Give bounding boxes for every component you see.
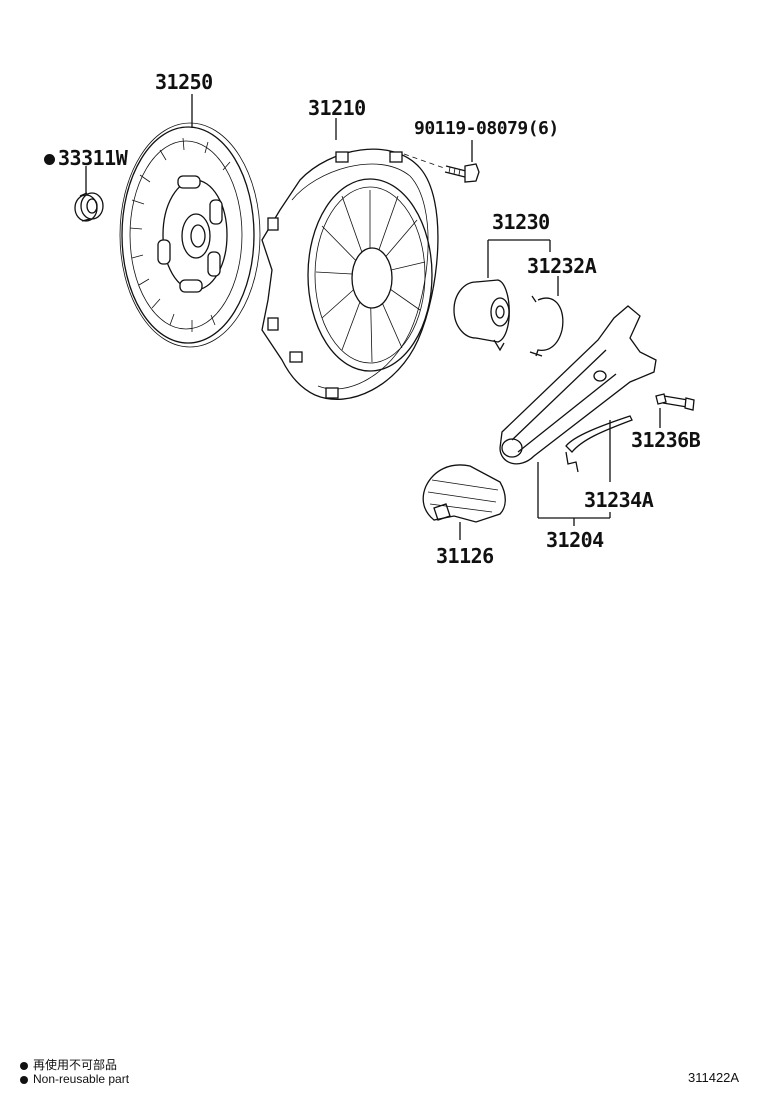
legend-dot-icon bbox=[20, 1061, 28, 1070]
release-fork-drawing bbox=[499, 305, 657, 465]
leader-lines bbox=[85, 94, 661, 540]
part-number-33311w: 33311W bbox=[58, 146, 128, 170]
legend-english-text: Non-reusable part bbox=[33, 1072, 130, 1086]
release-boot-drawing bbox=[422, 464, 506, 523]
fork-spring-drawing bbox=[565, 415, 633, 473]
part-label-31232a: 31232A bbox=[527, 254, 597, 278]
legend-japanese-text: 再使用不可部品 bbox=[33, 1058, 118, 1072]
release-bearing-drawing bbox=[453, 279, 510, 352]
non-reusable-mark bbox=[44, 154, 55, 165]
bolt-drawing bbox=[403, 153, 480, 183]
hub-clip-drawing bbox=[529, 295, 564, 357]
clutch-cover-drawing bbox=[261, 148, 439, 400]
pivot-stud-drawing bbox=[655, 393, 695, 411]
part-label-31230: 31230 bbox=[492, 210, 550, 234]
part-label-31210: 31210 bbox=[308, 96, 366, 120]
part-label-90119-08079: 90119-08079(6) bbox=[414, 118, 559, 139]
part-label-31126: 31126 bbox=[436, 544, 494, 568]
part-label-31204: 31204 bbox=[546, 528, 604, 552]
illustration-code: 311422A bbox=[688, 1070, 740, 1085]
pilot-bearing-drawing bbox=[74, 192, 104, 222]
part-label-31250: 31250 bbox=[155, 70, 213, 94]
part-label-31234a: 31234A bbox=[584, 488, 654, 512]
legend-english: Non-reusable part bbox=[20, 1072, 129, 1086]
legend-dot-icon bbox=[20, 1075, 28, 1084]
part-label-33311w: 33311W bbox=[44, 146, 128, 170]
legend-japanese: 再使用不可部品 bbox=[20, 1056, 117, 1073]
part-label-31236b: 31236B bbox=[631, 428, 701, 452]
clutch-disc-drawing bbox=[119, 122, 261, 348]
